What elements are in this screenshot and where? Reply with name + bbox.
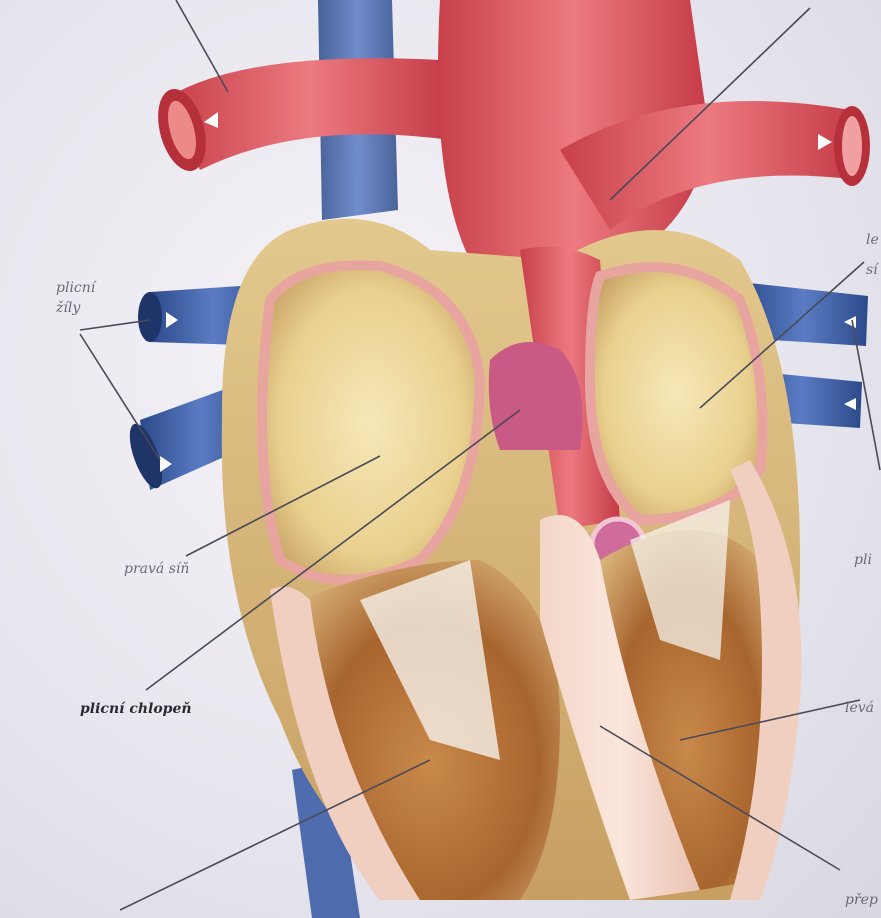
vein-opening: [138, 292, 162, 342]
right-atrium: [262, 265, 480, 580]
label-prava-sin: pravá síň: [124, 561, 189, 578]
label-prep-bottom: přep: [845, 892, 878, 909]
label-zily: žíly: [56, 300, 80, 317]
pulmonary-artery-left: [170, 58, 450, 170]
label-plicni-chlopen: plicní chlopeň: [80, 701, 192, 718]
label-sin-top: sí: [866, 262, 878, 279]
label-plicni: plicní: [56, 280, 95, 297]
artery-lumen: [842, 116, 862, 176]
label-lev-top: le: [866, 232, 879, 249]
label-pli-right: pli: [854, 552, 872, 569]
label-leva-right: levá: [845, 700, 874, 717]
